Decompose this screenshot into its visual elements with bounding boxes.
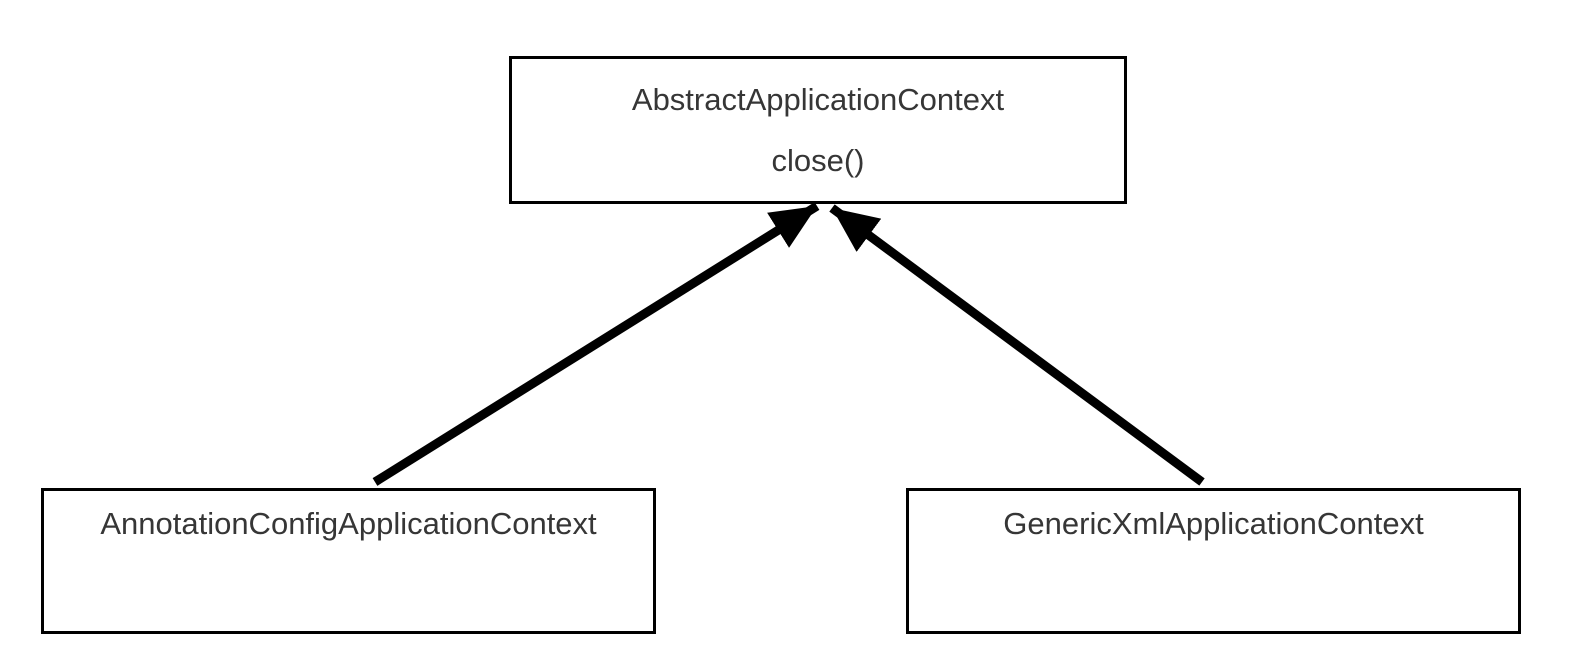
- class-name: AnnotationConfigApplicationContext: [100, 506, 597, 541]
- class-box-abstract-application-context: AbstractApplicationContext close(): [509, 56, 1127, 204]
- inheritance-arrow-left: [372, 202, 820, 486]
- class-name: GenericXmlApplicationContext: [1003, 506, 1424, 541]
- class-name: AbstractApplicationContext: [631, 82, 1005, 117]
- class-box-annotation-config-application-context: AnnotationConfigApplicationContext: [41, 488, 656, 634]
- class-method: close(): [771, 143, 865, 178]
- inheritance-arrow-right: [829, 204, 1205, 486]
- class-box-generic-xml-application-context: GenericXmlApplicationContext: [906, 488, 1521, 634]
